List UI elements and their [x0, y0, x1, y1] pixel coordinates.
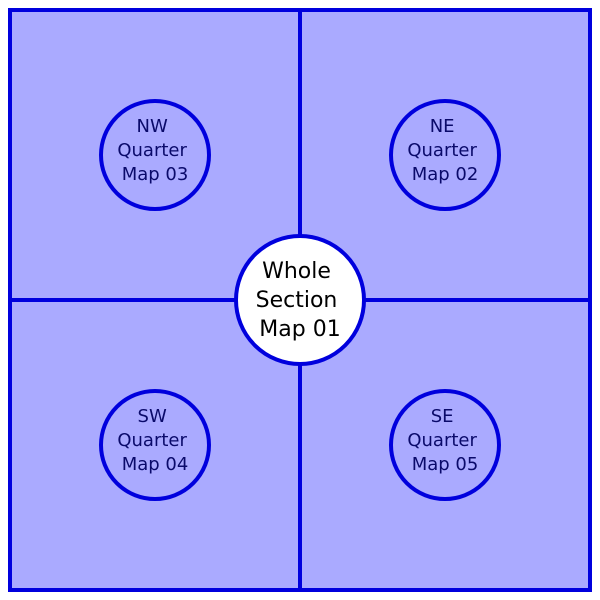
- quarter-nw-marker[interactable]: [99, 99, 211, 211]
- quarter-se-marker[interactable]: [389, 389, 501, 501]
- whole-section-label-line-1: Whole: [262, 259, 331, 284]
- quarter-se-label-line-1: SE: [431, 406, 454, 427]
- quarter-sw-label: SW Quarter Map 04: [117, 406, 192, 475]
- quarter-nw-label-line-3: Map 03: [122, 164, 189, 185]
- quarter-sw-label-line-2: Quarter: [117, 430, 187, 451]
- quarter-ne-label-line-2: Quarter: [407, 140, 477, 161]
- whole-section-label-line-2: Section: [256, 288, 338, 313]
- quarter-se-area[interactable]: [298, 298, 592, 592]
- whole-section-label-line-3: Map 01: [259, 317, 340, 342]
- whole-section-label: Whole Section Map 01: [256, 259, 345, 342]
- quarter-ne-label-line-3: Map 02: [412, 164, 479, 185]
- quarter-nw-area[interactable]: [8, 8, 302, 302]
- quarter-sw-marker[interactable]: [99, 389, 211, 501]
- quarter-ne-area[interactable]: [298, 8, 592, 302]
- quarter-sw-area[interactable]: [8, 298, 302, 592]
- quarter-nw-label: NW Quarter Map 03: [117, 116, 192, 185]
- quarter-ne-label-line-1: NE: [430, 116, 455, 137]
- quarter-se-label-line-3: Map 05: [412, 454, 479, 475]
- quarter-se-label: SE Quarter Map 05: [407, 406, 482, 475]
- quarter-nw-label-line-1: NW: [137, 116, 168, 137]
- quarter-nw-label-line-2: Quarter: [117, 140, 187, 161]
- quarter-se-label-line-2: Quarter: [407, 430, 477, 451]
- quarter-sw-label-line-1: SW: [138, 406, 167, 427]
- quarter-ne-label: NE Quarter Map 02: [407, 116, 482, 185]
- whole-section-marker[interactable]: [234, 234, 366, 366]
- quarter-sw-label-line-3: Map 04: [122, 454, 189, 475]
- quarter-ne-marker[interactable]: [389, 99, 501, 211]
